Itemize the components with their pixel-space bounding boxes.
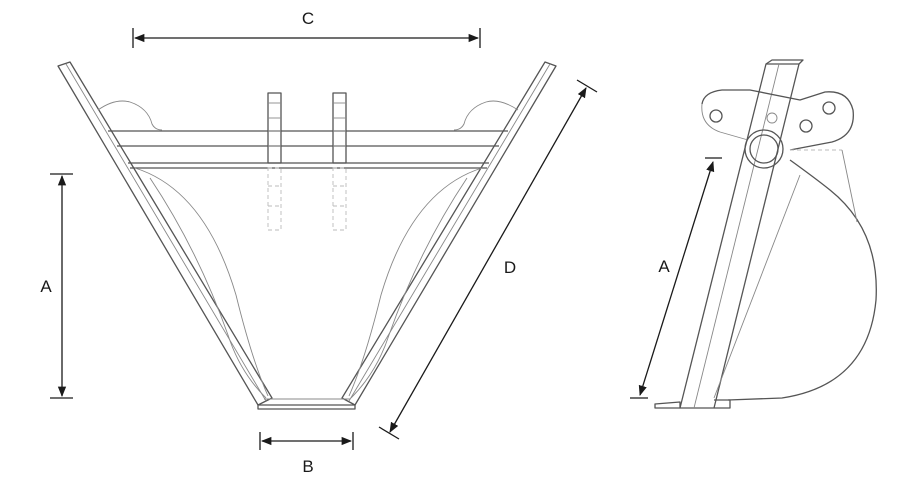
bracket-hole-2 bbox=[799, 119, 813, 133]
label-a-side: A bbox=[658, 257, 670, 276]
side-back-plate bbox=[679, 63, 800, 409]
side-cutting-edge bbox=[654, 401, 681, 409]
front-mount-ear-right bbox=[332, 92, 347, 231]
right-gusset bbox=[453, 100, 519, 131]
label-c: C bbox=[302, 9, 314, 28]
dimension-d bbox=[378, 79, 598, 440]
bracket-hole-1 bbox=[709, 109, 723, 123]
front-view bbox=[57, 61, 557, 410]
pivot-boss bbox=[744, 129, 784, 169]
dimension-a-front bbox=[50, 173, 73, 399]
bracket-hole-3 bbox=[822, 101, 836, 115]
dimension-a-side bbox=[630, 157, 722, 399]
left-inner-curve bbox=[134, 167, 269, 397]
cutting-edge bbox=[257, 404, 356, 410]
front-mount-ear-left bbox=[267, 92, 282, 231]
label-b: B bbox=[302, 457, 313, 476]
side-mount-bracket bbox=[701, 89, 854, 151]
label-a-front: A bbox=[40, 277, 52, 296]
left-side-plate bbox=[57, 61, 273, 406]
label-d: D bbox=[504, 258, 516, 277]
side-view bbox=[654, 59, 877, 409]
dimension-b bbox=[259, 432, 354, 450]
dimension-c bbox=[132, 28, 481, 48]
bucket-bowl bbox=[727, 159, 877, 401]
right-inner-curve bbox=[348, 167, 483, 397]
left-gusset bbox=[97, 100, 163, 131]
